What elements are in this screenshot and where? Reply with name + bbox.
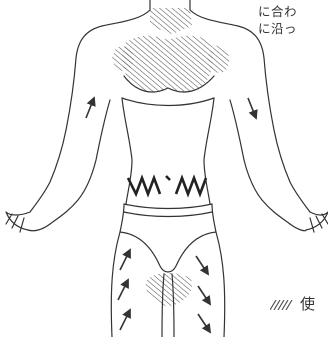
zigzag-center-dot: [166, 176, 170, 180]
outline-leg-right-outer: [111, 232, 120, 337]
outline-hand-right: [6, 212, 50, 232]
outline-waist-left: [204, 98, 214, 204]
outline-bra-lower: [122, 98, 214, 106]
hatch-groin: [146, 273, 192, 306]
arrow-thigh-right-3: [120, 310, 130, 330]
arrow-thigh-right-1: [120, 250, 130, 270]
zigzag-waist-left: [176, 178, 206, 194]
diagonal-hatch-swatch-icon: [270, 300, 294, 310]
arrow-upper-arm-right: [86, 98, 94, 118]
outline-inner-arm-left: [230, 100, 290, 224]
outline-hand-left: [290, 212, 328, 232]
hatch-bust: [123, 36, 214, 93]
waist-zigzags: [128, 176, 206, 194]
outline-waist-right: [122, 98, 132, 204]
arrow-thigh-left-3: [198, 314, 210, 332]
hatch-neck-front: [150, 8, 192, 34]
arrow-thigh-right-2: [118, 280, 128, 300]
zigzag-waist-right: [128, 178, 160, 194]
arrow-thigh-left-2: [198, 286, 210, 304]
legend-label: 使: [300, 295, 315, 313]
arrow-upper-arm-left: [248, 98, 256, 118]
outline-inner-arm-right: [50, 100, 110, 224]
arrow-thigh-left-1: [196, 256, 208, 274]
outline-leg-left-outer: [216, 232, 225, 337]
outline-briefs-band: [124, 212, 212, 217]
hatched-zones: [112, 8, 229, 306]
